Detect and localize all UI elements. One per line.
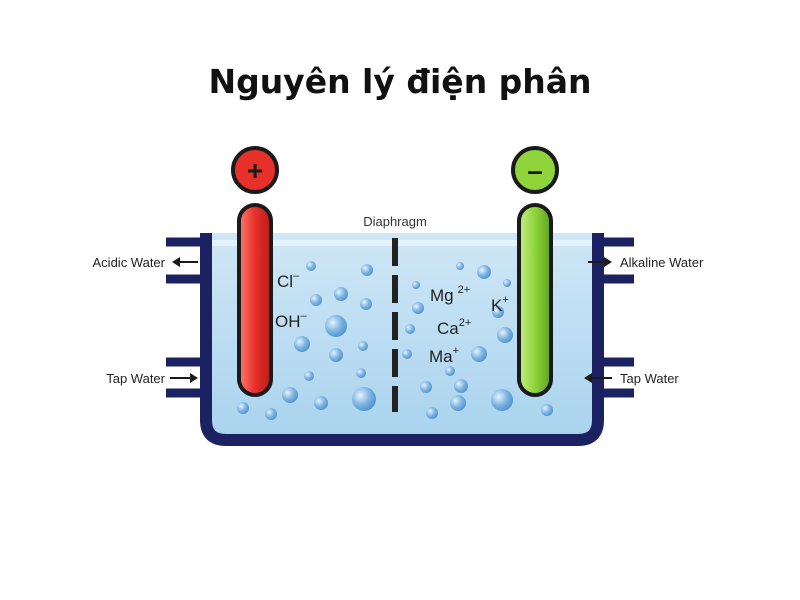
bubble — [334, 287, 348, 301]
bubble — [352, 387, 376, 411]
ion-base: Cl — [277, 272, 293, 291]
bubble — [471, 346, 487, 362]
bubble — [492, 306, 504, 318]
minus-icon: – — [527, 155, 543, 186]
bubble — [420, 381, 432, 393]
arrow-left-icon — [584, 373, 592, 383]
ion-charge: – — [293, 270, 300, 282]
anion-labels: Cl– OH– — [275, 270, 308, 331]
right-bottom-port — [598, 357, 634, 398]
ion-base: Mg — [430, 286, 454, 305]
bubble — [265, 408, 277, 420]
bubble — [497, 327, 513, 343]
bubble — [412, 281, 420, 289]
bubble — [282, 387, 298, 403]
bubble — [358, 341, 368, 351]
bubble — [329, 348, 343, 362]
tap-water-left-label: Tap Water — [106, 371, 165, 386]
bubble — [426, 407, 438, 419]
ion-charge: 2+ — [458, 284, 471, 296]
acidic-water-label: Acidic Water — [93, 255, 166, 270]
bubble — [450, 395, 466, 411]
bubble — [310, 294, 322, 306]
tap-water-right-label: Tap Water — [620, 371, 679, 386]
arrow-right-icon — [190, 373, 198, 383]
ion-charge: + — [502, 294, 508, 306]
ion-base: Ca — [437, 319, 459, 338]
arrow-left-icon — [172, 257, 180, 267]
ion-magnesium: Mg 2+ — [430, 284, 470, 305]
ion-chloride: Cl– — [277, 270, 300, 291]
ion-base: K — [491, 296, 503, 315]
bubble — [405, 324, 415, 334]
ion-potassium: K+ — [491, 294, 509, 315]
ion-calcium: Ca2+ — [437, 317, 471, 338]
flow-arrows — [170, 257, 612, 383]
bubble — [294, 336, 310, 352]
cathode-rod — [517, 203, 553, 397]
bubble — [402, 349, 412, 359]
bubble — [491, 389, 513, 411]
left-bottom-port — [166, 357, 206, 398]
ion-hydroxide: OH– — [275, 310, 308, 331]
bubble — [237, 402, 249, 414]
tank — [166, 233, 634, 446]
bubble — [477, 265, 491, 279]
bubble — [361, 264, 373, 276]
diaphragm: Diaphragm — [363, 214, 427, 412]
bubble — [306, 261, 316, 271]
right-top-port — [598, 237, 634, 284]
alkaline-water-label: Alkaline Water — [620, 255, 704, 270]
cathode-terminal — [511, 146, 559, 194]
plus-icon: + — [247, 155, 263, 186]
bubble — [360, 298, 372, 310]
ion-charge: – — [301, 310, 308, 322]
outlet-labels: Acidic Water Tap Water Alkaline Water Ta… — [93, 255, 704, 386]
bubble — [541, 404, 553, 416]
bubble — [356, 368, 366, 378]
bubble — [456, 262, 464, 270]
water-surface — [212, 240, 592, 246]
ion-base: OH — [275, 312, 301, 331]
left-top-port — [166, 237, 206, 284]
cathode: – — [511, 146, 559, 397]
bubble — [412, 302, 424, 314]
ion-charge: + — [453, 345, 459, 357]
ion-base: Ma — [429, 347, 453, 366]
anode: + — [231, 146, 279, 397]
bubbles — [237, 261, 553, 420]
bubble — [325, 315, 347, 337]
arrow-right-icon — [604, 257, 612, 267]
page-title: Nguyên lý điện phân — [208, 62, 592, 101]
anode-rod — [237, 203, 273, 397]
bubble — [445, 366, 455, 376]
bubble — [314, 396, 328, 410]
tank-wall — [200, 233, 604, 446]
diaphragm-label: Diaphragm — [363, 214, 427, 229]
ion-charge: 2+ — [459, 317, 472, 329]
bubble — [304, 371, 314, 381]
anode-terminal — [231, 146, 279, 194]
bubble — [454, 379, 468, 393]
bubble — [503, 279, 511, 287]
ion-ma: Ma+ — [429, 345, 459, 366]
